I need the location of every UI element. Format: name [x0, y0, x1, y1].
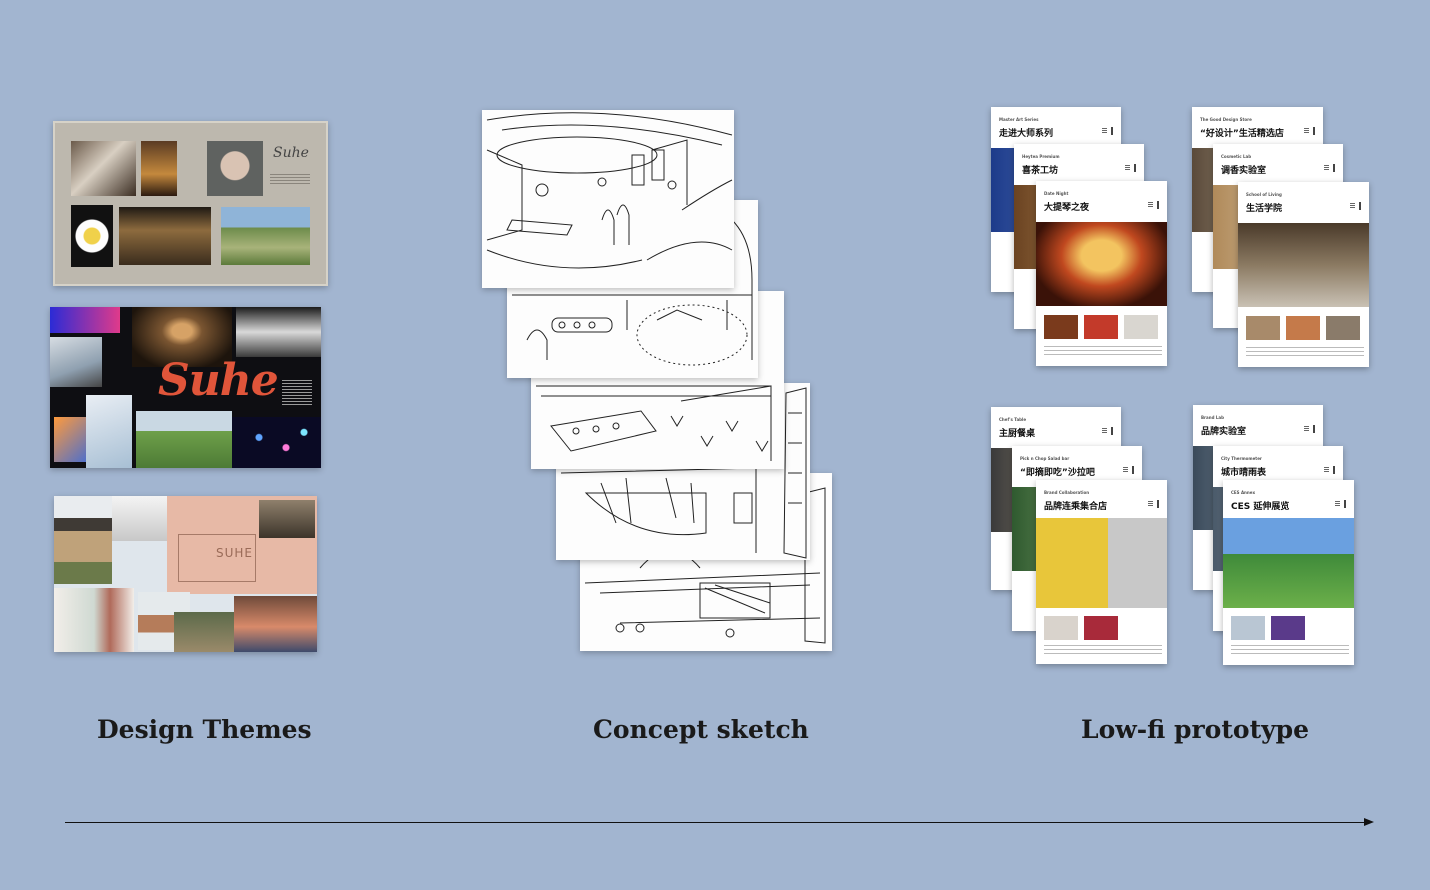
theme2-photo-hall [236, 307, 321, 357]
page-caption-text [1246, 346, 1364, 356]
menu-icon [1350, 202, 1361, 210]
theme1-photo-dish [71, 205, 113, 267]
page-title: 走进大师系列 [999, 129, 1054, 139]
page-eyebrow: Chef's Table [999, 417, 1027, 422]
page-title: “好设计”生活精选店 [1200, 129, 1284, 139]
thumbnail [1231, 616, 1265, 640]
design-theme-card-3: SUHE [54, 496, 317, 652]
page-eyebrow: The Good Design Store [1200, 117, 1252, 122]
thumbnail [1271, 616, 1305, 640]
thumbnail [1286, 316, 1320, 340]
page-title: CES 延伸展览 [1231, 502, 1290, 512]
page-caption-text [1044, 345, 1162, 355]
theme3-logo: SUHE [216, 546, 254, 560]
page-title: 城市晴雨表 [1221, 468, 1267, 478]
theme1-photo-gallery [207, 141, 263, 196]
menu-icon [1148, 500, 1159, 508]
sketch-drawing-4 [536, 385, 772, 461]
thumbnail [1044, 315, 1078, 339]
menu-icon [1324, 164, 1335, 172]
sketch-drawing-2 [486, 112, 733, 269]
prototype-page: Brand Collaboration 品牌连乘集合店 [1036, 480, 1167, 664]
design-theme-card-2: Suhe [50, 307, 321, 468]
page-eyebrow: Date Night [1044, 191, 1069, 196]
page-hero-image [1238, 223, 1369, 307]
menu-icon [1335, 500, 1346, 508]
thumbnail [1326, 316, 1360, 340]
theme2-photo-lights [232, 417, 321, 468]
menu-icon [1125, 164, 1136, 172]
page-eyebrow: Master Art Series [999, 117, 1039, 122]
theme2-photo-glass [86, 395, 132, 468]
sketch-sheet-2 [482, 110, 734, 288]
theme2-text-block [282, 379, 312, 407]
page-title: “即摘即吃”沙拉吧 [1020, 468, 1095, 478]
thumbnail [1044, 616, 1078, 640]
page-title: 品牌实验室 [1201, 427, 1247, 437]
theme2-photo-cave [132, 307, 232, 367]
theme1-photo-bottles [141, 141, 177, 196]
page-title: 调香实验室 [1221, 166, 1267, 176]
page-eyebrow: Cosmetic Lab [1221, 154, 1252, 159]
page-title: 品牌连乘集合店 [1044, 502, 1108, 512]
page-title: 喜茶工坊 [1022, 166, 1059, 176]
caption-design-themes: Design Themes [97, 715, 312, 744]
thumbnail [1084, 315, 1118, 339]
theme3-photo-house [54, 496, 112, 584]
theme3-photo-lounge [234, 596, 317, 652]
arrow-right-icon [1364, 818, 1374, 826]
theme3-photo-shelves [54, 588, 134, 652]
menu-icon [1324, 466, 1335, 474]
page-eyebrow: Heytea Premium [1022, 154, 1060, 159]
page-eyebrow: City Thermometer [1221, 456, 1262, 461]
menu-icon [1123, 466, 1134, 474]
page-hero-image [1036, 222, 1167, 306]
design-theme-card-1: Suhe [53, 121, 328, 286]
page-eyebrow: School of Living [1246, 192, 1282, 197]
theme2-logo: Suhe [158, 355, 279, 406]
page-caption-text [1231, 644, 1349, 654]
page-thumbnails [1044, 616, 1118, 640]
theme1-photo-garden [221, 207, 310, 265]
prototype-page: School of Living 生活学院 [1238, 182, 1369, 367]
caption-concept-sketch: Concept sketch [593, 715, 809, 744]
page-title: 大提琴之夜 [1044, 203, 1090, 213]
theme1-photo-chef [71, 141, 136, 196]
thumbnail [1084, 616, 1118, 640]
theme3-logo-frame [178, 534, 256, 582]
page-title: 生活学院 [1246, 204, 1283, 214]
thumbnail [1246, 316, 1280, 340]
prototype-page: CES Annex CES 延伸展览 [1223, 480, 1354, 665]
page-thumbnails [1231, 616, 1305, 640]
sketch-drawing-3 [512, 219, 753, 366]
page-eyebrow: Brand Lab [1201, 415, 1224, 420]
theme3-photo-top-right [259, 500, 315, 538]
thumbnail [1124, 315, 1158, 339]
page-title: 主厨餐桌 [999, 429, 1036, 439]
menu-icon [1304, 425, 1315, 433]
timeline-axis [65, 822, 1365, 823]
theme1-text-block [270, 173, 310, 185]
page-thumbnails [1246, 316, 1360, 340]
theme3-photo-garden [174, 612, 234, 652]
menu-icon [1102, 427, 1113, 435]
page-caption-text [1044, 644, 1162, 654]
menu-icon [1304, 127, 1315, 135]
theme2-photo-sign [50, 307, 120, 333]
page-eyebrow: CES Annex [1231, 490, 1256, 495]
caption-low-fi-prototype: Low-fi prototype [1081, 715, 1310, 744]
theme2-photo-building [50, 337, 102, 387]
menu-icon [1102, 127, 1113, 135]
theme1-logo: Suhe [273, 145, 309, 161]
page-eyebrow: Brand Collaboration [1044, 490, 1090, 495]
page-thumbnails [1044, 315, 1158, 339]
page-hero-image [1223, 518, 1354, 608]
theme1-photo-restaurant [119, 207, 211, 265]
page-hero-image [1036, 518, 1167, 608]
menu-icon [1148, 201, 1159, 209]
prototype-page: Date Night 大提琴之夜 [1036, 181, 1167, 366]
page-eyebrow: Pick n Chop Salad bar [1020, 456, 1070, 461]
theme3-photo-interior [112, 496, 167, 541]
theme2-photo-lawn [136, 411, 232, 468]
